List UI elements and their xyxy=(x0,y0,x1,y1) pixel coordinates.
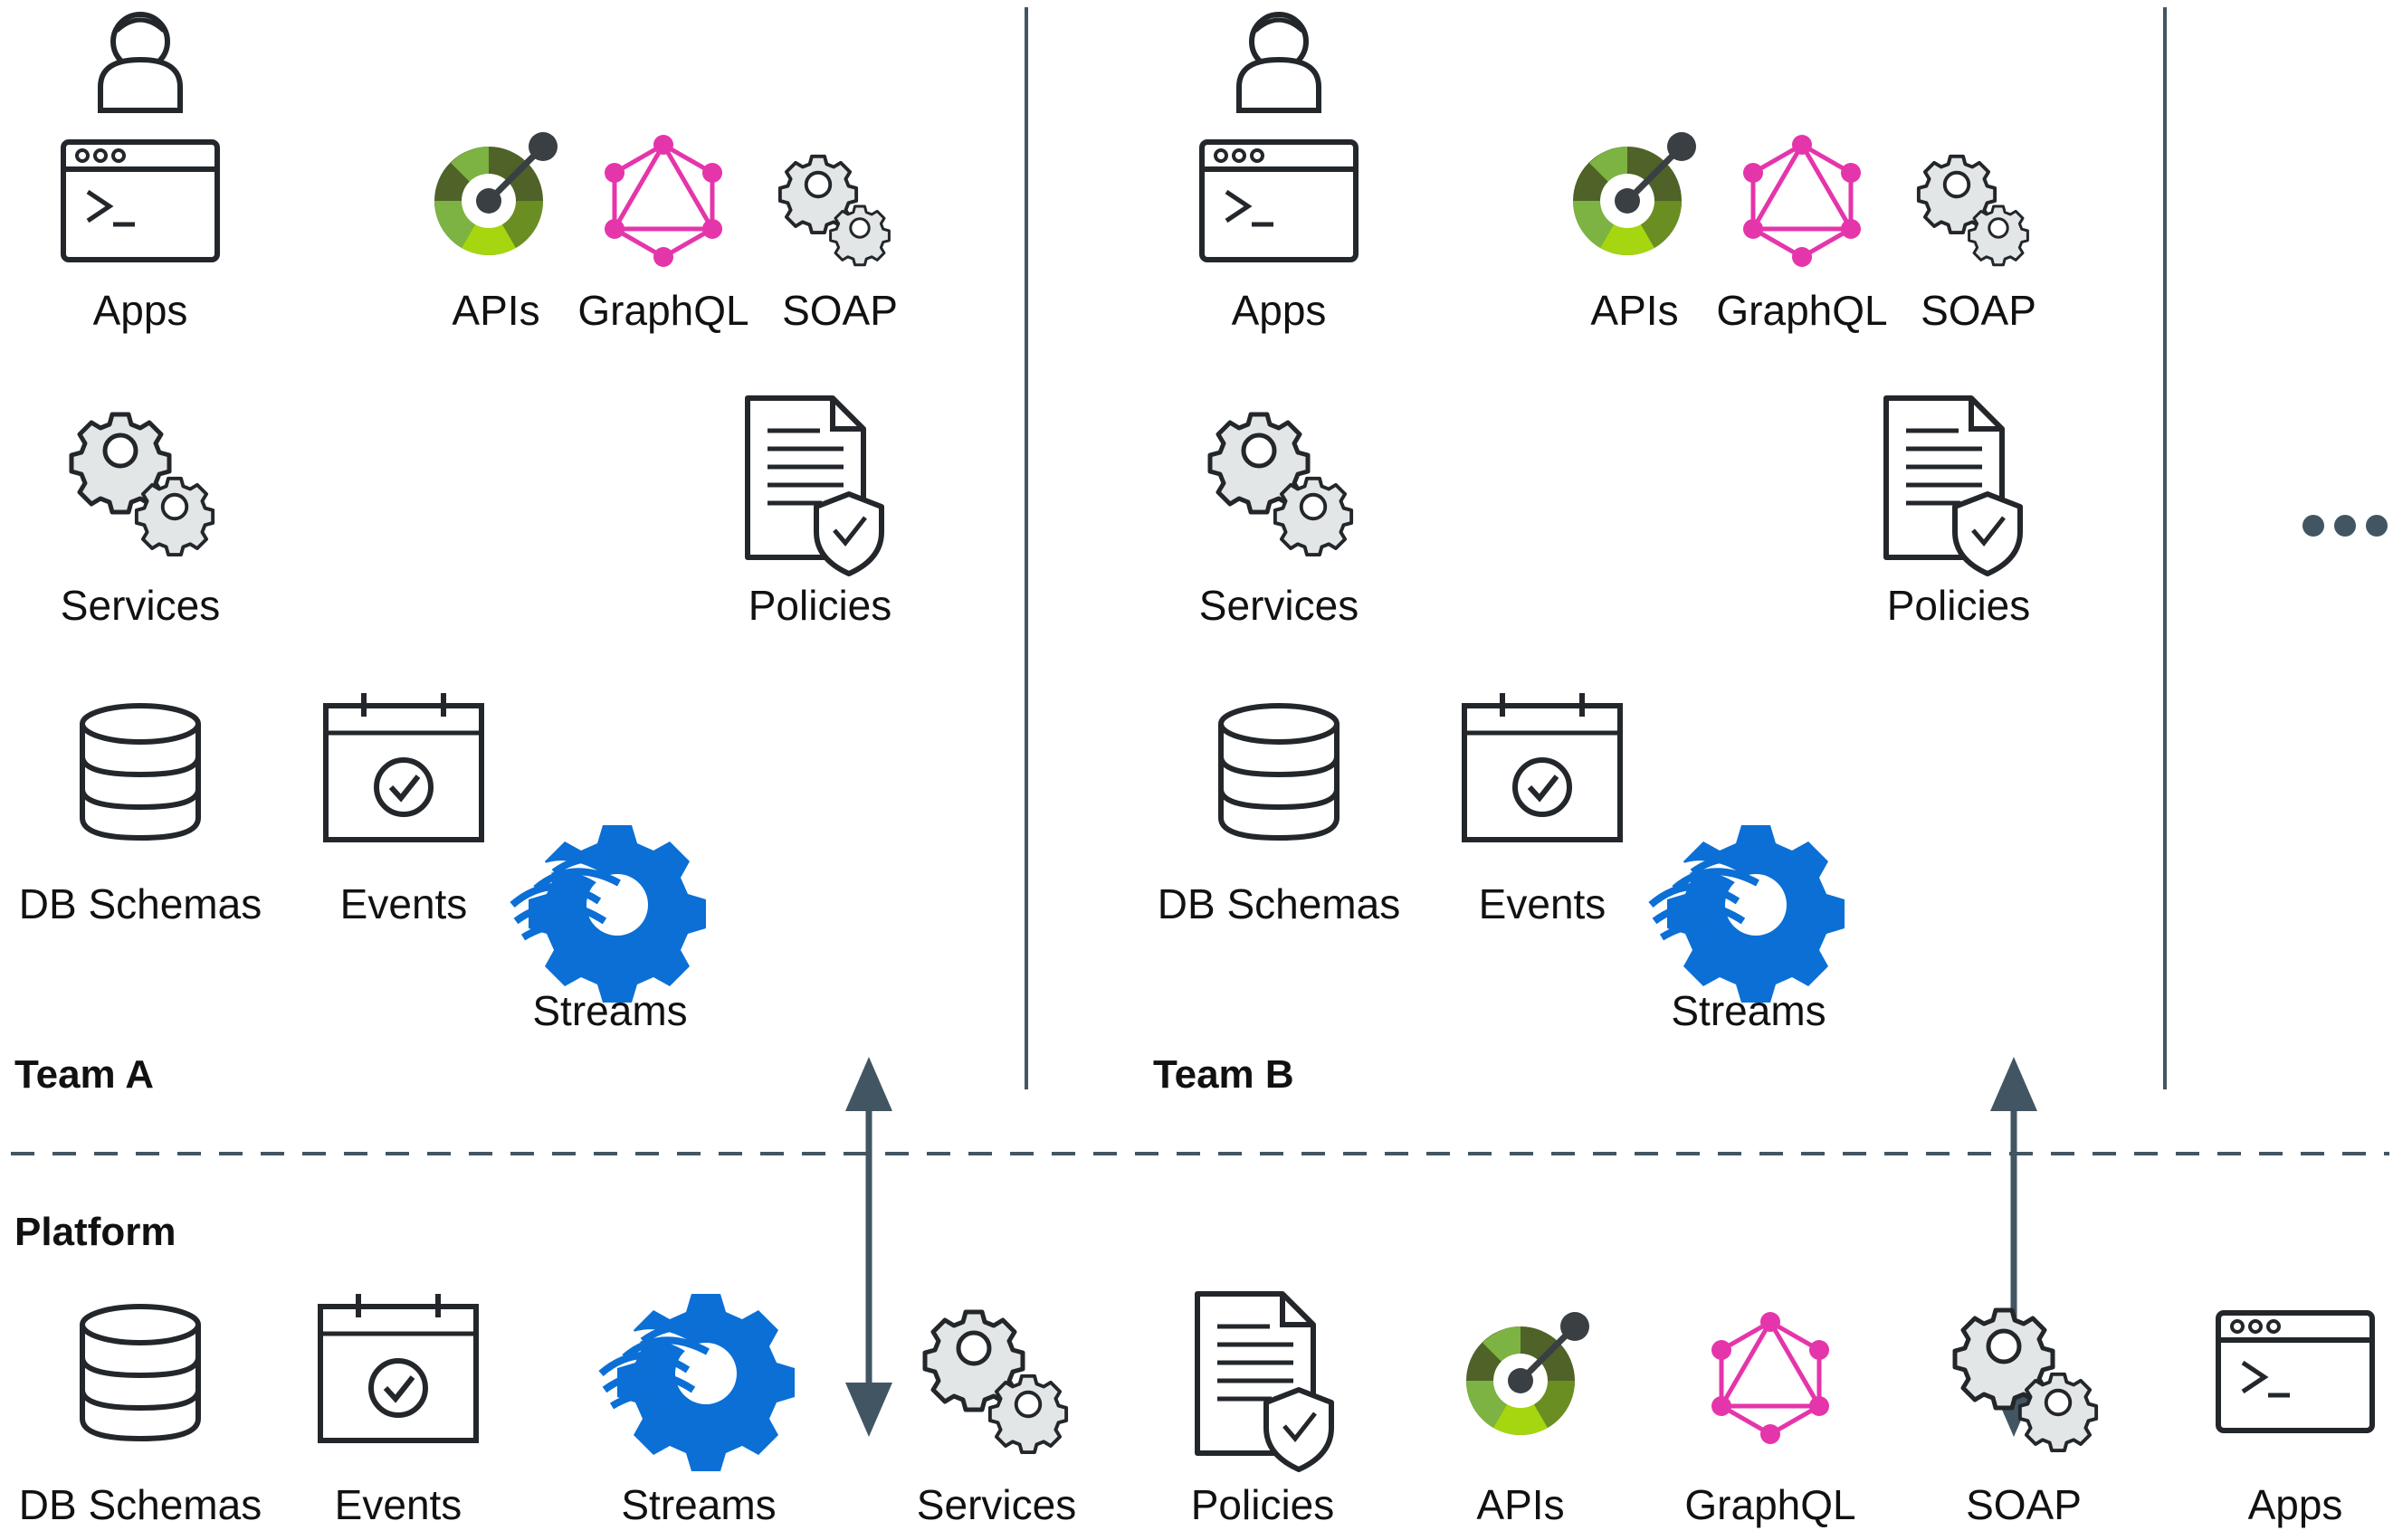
team-a-platform-arrow xyxy=(845,1057,892,1437)
team-a-title: Team A xyxy=(14,1052,155,1097)
platform-services-icon xyxy=(925,1312,1066,1452)
platform-graphql-icon xyxy=(1711,1312,1829,1444)
team-b-graphql-label: GraphQL xyxy=(1716,287,1888,334)
team-b-policies-label: Policies xyxy=(1886,582,2031,629)
team-b-apps-label: Apps xyxy=(1231,287,1327,334)
team-a-apis-icon xyxy=(434,132,558,255)
platform-soap-icon xyxy=(1955,1310,2096,1450)
platform-item-label: Streams xyxy=(621,1481,777,1528)
team-a-events-icon xyxy=(326,693,481,840)
team-a-policies-icon xyxy=(748,398,882,574)
team-b-db-schemas-label: DB Schemas xyxy=(1157,880,1401,927)
platform-item-label: Services xyxy=(916,1481,1077,1528)
team-a-db-schemas-icon xyxy=(82,706,198,838)
team-b-events-icon xyxy=(1464,693,1620,840)
team-a-soap-icon xyxy=(780,157,890,265)
team-b-graphql-icon xyxy=(1743,135,1861,267)
team-a-policies-label: Policies xyxy=(748,582,892,629)
team-a-graphql-label: GraphQL xyxy=(577,287,749,334)
team-b-streams-icon xyxy=(1651,825,1845,1003)
team-a-streams-icon xyxy=(512,825,706,1003)
team-b-user-icon xyxy=(1239,14,1319,110)
team-a-events-label: Events xyxy=(339,880,468,927)
team-b-policies-icon xyxy=(1886,398,2020,574)
team-a-services-label: Services xyxy=(60,582,221,629)
team-a-db-schemas-label: DB Schemas xyxy=(18,880,262,927)
team-a-apps-icon xyxy=(63,142,217,260)
team-b-services-label: Services xyxy=(1198,582,1359,629)
platform-item-label: Apps xyxy=(2247,1481,2343,1528)
platform-apis-icon xyxy=(1466,1312,1589,1435)
platform-item-label: GraphQL xyxy=(1684,1481,1856,1528)
platform-item-label: DB Schemas xyxy=(18,1481,262,1528)
platform-apps-icon xyxy=(2218,1313,2372,1431)
team-b-title: Team B xyxy=(1153,1052,1294,1097)
platform-item-label: Events xyxy=(334,1481,462,1528)
team-b-apis-icon xyxy=(1573,132,1696,255)
team-b-apis-label: APIs xyxy=(1590,287,1679,334)
team-b-events-label: Events xyxy=(1478,880,1606,927)
platform-events-icon xyxy=(320,1294,476,1440)
team-b-streams-label: Streams xyxy=(1671,987,1826,1034)
platform-db-schemas-icon xyxy=(82,1307,198,1439)
platform-title: Platform xyxy=(14,1210,176,1254)
platform-item-label: Policies xyxy=(1190,1481,1335,1528)
team-b-services-icon xyxy=(1210,414,1351,555)
team-b-soap-label: SOAP xyxy=(1921,287,2036,334)
team-a-soap-label: SOAP xyxy=(782,287,898,334)
team-b-apps-icon xyxy=(1202,142,1356,260)
team-b-soap-icon xyxy=(1919,157,2028,265)
platform-policies-icon xyxy=(1197,1294,1331,1469)
team-b-db-schemas-icon xyxy=(1221,706,1337,838)
team-a-apps-label: Apps xyxy=(92,287,188,334)
platform-item-label: APIs xyxy=(1476,1481,1565,1528)
team-a-user-icon xyxy=(100,14,180,110)
platform-item-label: SOAP xyxy=(1966,1481,2082,1528)
team-a-graphql-icon xyxy=(605,135,722,267)
team-a-services-icon xyxy=(72,414,213,555)
platform-streams-icon xyxy=(601,1294,795,1471)
ellipsis-icon xyxy=(2302,515,2388,537)
team-a-streams-label: Streams xyxy=(532,987,688,1034)
team-a-apis-label: APIs xyxy=(452,287,540,334)
